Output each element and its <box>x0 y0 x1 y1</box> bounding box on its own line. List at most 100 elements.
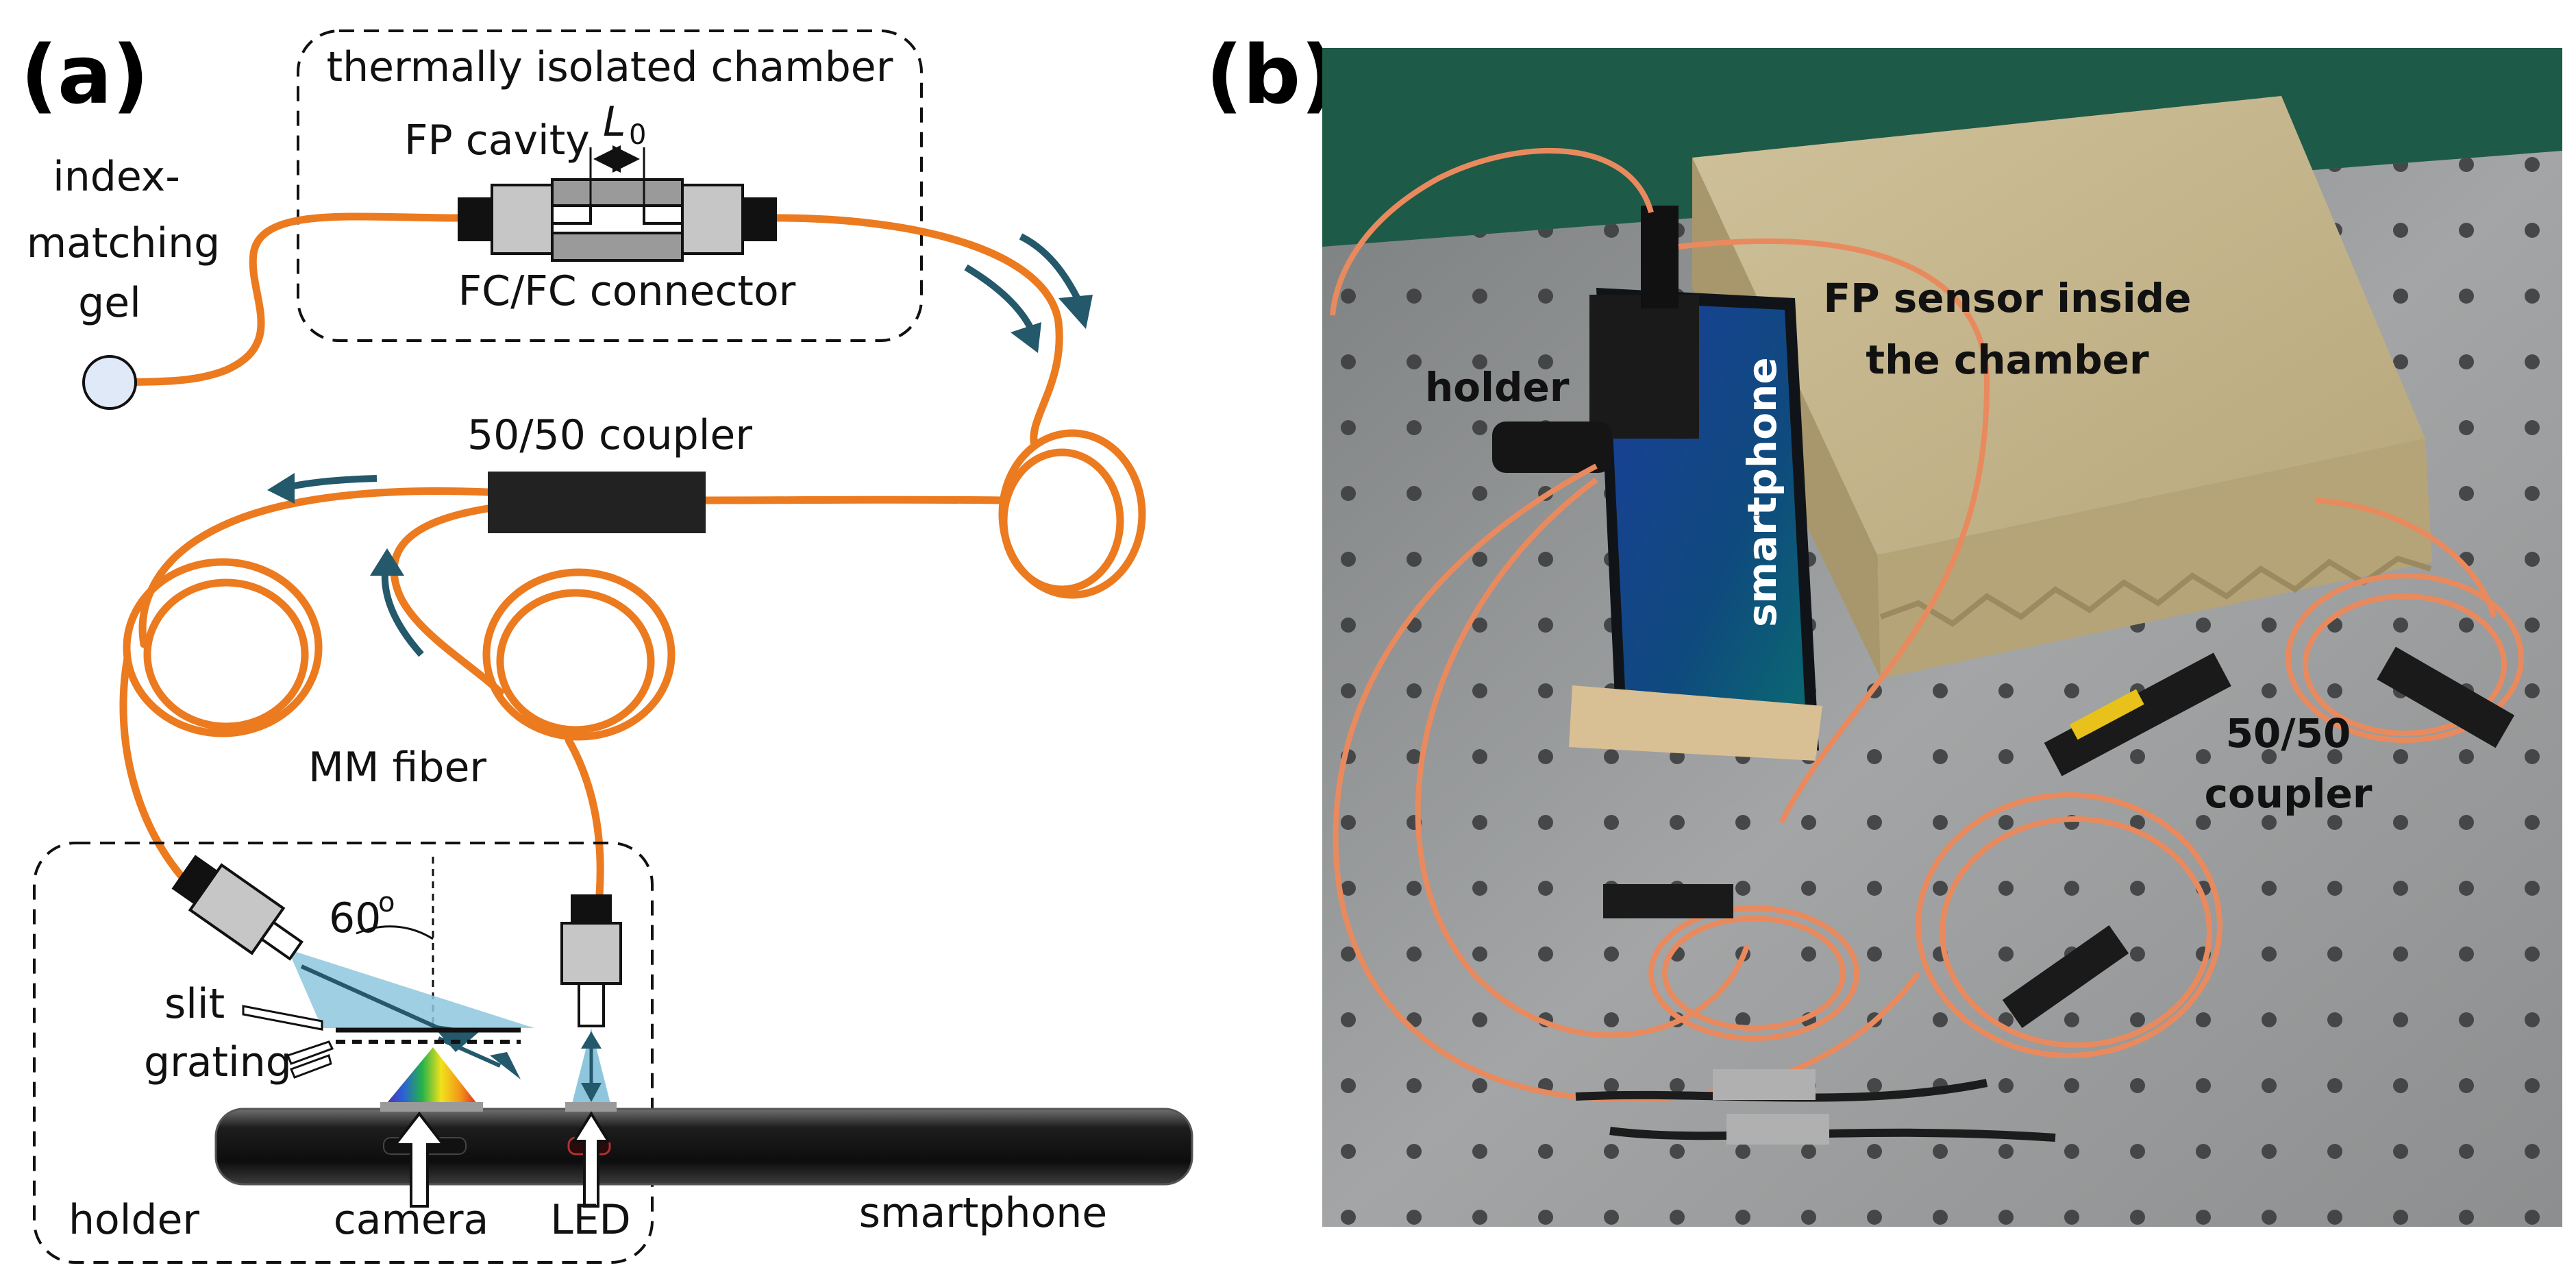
photo-sensor-label-line1: FP sensor inside <box>1823 275 2191 321</box>
grating-pointer-2 <box>290 1054 332 1079</box>
mm-fiber-paths <box>119 212 1146 899</box>
fc-fc-connector <box>458 178 777 262</box>
photo-fiber-coil-2 <box>1916 792 2222 1058</box>
slit-label: slit <box>164 980 225 1028</box>
photo-fiber-coil-1b <box>1662 916 1846 1031</box>
fiber-right-lead <box>771 214 1063 450</box>
fiber-to-led-connector <box>565 736 604 899</box>
thermal-chamber-box <box>297 29 923 342</box>
cavity-length-symbol: L <box>603 98 626 146</box>
panel-a-schematic: (a) thermally isolated chamber <box>21 27 1193 1264</box>
connector-right-boot <box>743 197 777 241</box>
light-direction-arrows <box>267 233 1093 657</box>
led-window <box>565 1102 617 1112</box>
cavity-length-subscript: 0 <box>629 119 646 151</box>
fiber-right-coil-inner <box>1000 448 1124 594</box>
fiber-left-coil-inner <box>143 578 309 731</box>
foam-wave-edge <box>1879 555 2432 627</box>
light-beam-cone <box>288 949 534 1028</box>
gel-label-line3: gel <box>78 279 141 327</box>
panel-a-label: (a) <box>21 27 149 122</box>
led-connector-boot <box>571 894 612 923</box>
fiber-clamp-2 <box>2002 925 2129 1028</box>
arrow-left-head <box>267 473 295 504</box>
connector-left-boot <box>458 197 492 241</box>
gel-label-line2: matching <box>27 219 221 267</box>
arrow-up-head <box>370 548 404 576</box>
spectrum-fan <box>384 1047 480 1107</box>
smartphone-body <box>214 1108 1193 1186</box>
gel-label-line1: index- <box>53 153 180 201</box>
slit-pointer <box>242 1005 323 1031</box>
photo-holder-body <box>1589 295 1699 439</box>
ferrule-left <box>551 204 592 225</box>
photo-coupler-label-line2: coupler <box>2205 770 2373 817</box>
phone-stand <box>1569 685 1822 761</box>
panel-b-photo: (b) <box>1206 27 2562 1227</box>
led-label: LED <box>550 1196 631 1244</box>
connector-left-body <box>491 184 554 255</box>
led-arrow <box>571 1111 611 1208</box>
connector-label: FC/FC connector <box>458 267 796 315</box>
photo-fiber-3 <box>1415 477 1750 1038</box>
photo-frame: FP sensor inside the chamber holder smar… <box>1322 48 2562 1227</box>
photo-fiber-coil-3 <box>2286 573 2524 743</box>
photo-holder-label: holder <box>1425 364 1570 411</box>
grating-pointer-1 <box>286 1040 334 1065</box>
photo-fiber-1 <box>1330 147 1654 316</box>
camera-label: camera <box>334 1196 489 1244</box>
photo-sensor-label-line2: the chamber <box>1866 337 2149 383</box>
photo-fiber-coil-3b <box>2303 594 2507 736</box>
diffraction-arrow-2 <box>490 1052 521 1079</box>
holder-box <box>33 842 654 1264</box>
fiber-to-gel <box>119 212 462 387</box>
photo-fiber-5 <box>2315 498 2497 618</box>
arrow-left-line <box>283 475 377 491</box>
chamber-box-front-side <box>1877 439 2432 679</box>
chamber-box-top <box>1692 96 2425 555</box>
angle-unit: o <box>378 887 395 918</box>
panel-b-label: (b) <box>1206 27 1337 122</box>
fp-cavity-label: FP cavity <box>404 117 590 164</box>
smartphone-label: smartphone <box>859 1189 1107 1237</box>
chamber-label: thermally isolated chamber <box>327 43 893 91</box>
fiber-coupler-left-lower <box>390 504 504 696</box>
photo-coupler-body <box>2044 652 2231 777</box>
photo-coupler-label-line1: 50/50 <box>2226 710 2351 757</box>
camera-side-connector <box>171 855 304 961</box>
arrow-forward-head <box>1011 322 1041 353</box>
fiber-left-coil-outer <box>123 558 323 737</box>
adapter-top <box>551 178 684 207</box>
photo-fiber-coil-1 <box>1648 905 1859 1041</box>
photo-coupler-label <box>2069 689 2144 740</box>
fiber-clamp-1 <box>1603 884 1733 918</box>
led-beam-arrow <box>581 1083 602 1102</box>
camera-connector-boot <box>171 855 218 905</box>
diffracted-beam <box>437 1036 501 1068</box>
coupler-block <box>488 472 706 533</box>
holder-label: holder <box>69 1196 199 1244</box>
connector-right-body <box>681 184 744 255</box>
fiber-adapter-2 <box>1726 1114 1829 1145</box>
led-connector-body <box>560 922 622 985</box>
fiber-clamp-3 <box>2377 646 2515 748</box>
angle-value: 60 <box>329 894 381 942</box>
photo-holder-fiber-mount <box>1641 206 1679 308</box>
photo-holder-clip <box>1492 421 1612 473</box>
fiber-label: MM fiber <box>308 744 486 792</box>
fiber-adapter-1 <box>1713 1069 1816 1100</box>
ferrule-right <box>643 204 684 225</box>
photo-fiber-coil-2b <box>1940 816 2212 1048</box>
fiber-mid-coil-inner <box>496 589 655 734</box>
patch-cord-2 <box>1609 1127 2056 1142</box>
light-beam-axis <box>300 964 440 1030</box>
photo-smartphone-label: smartphone <box>1739 357 1785 627</box>
fiber-to-camera-connector <box>119 654 193 888</box>
adapter-bottom <box>551 232 684 262</box>
photo-fiber-4 <box>1678 238 1990 824</box>
arrow-up-line <box>381 572 424 657</box>
fiber-mid-coil-outer <box>482 568 676 741</box>
camera-connector-ferrule <box>260 920 304 961</box>
camera-window <box>380 1102 483 1112</box>
